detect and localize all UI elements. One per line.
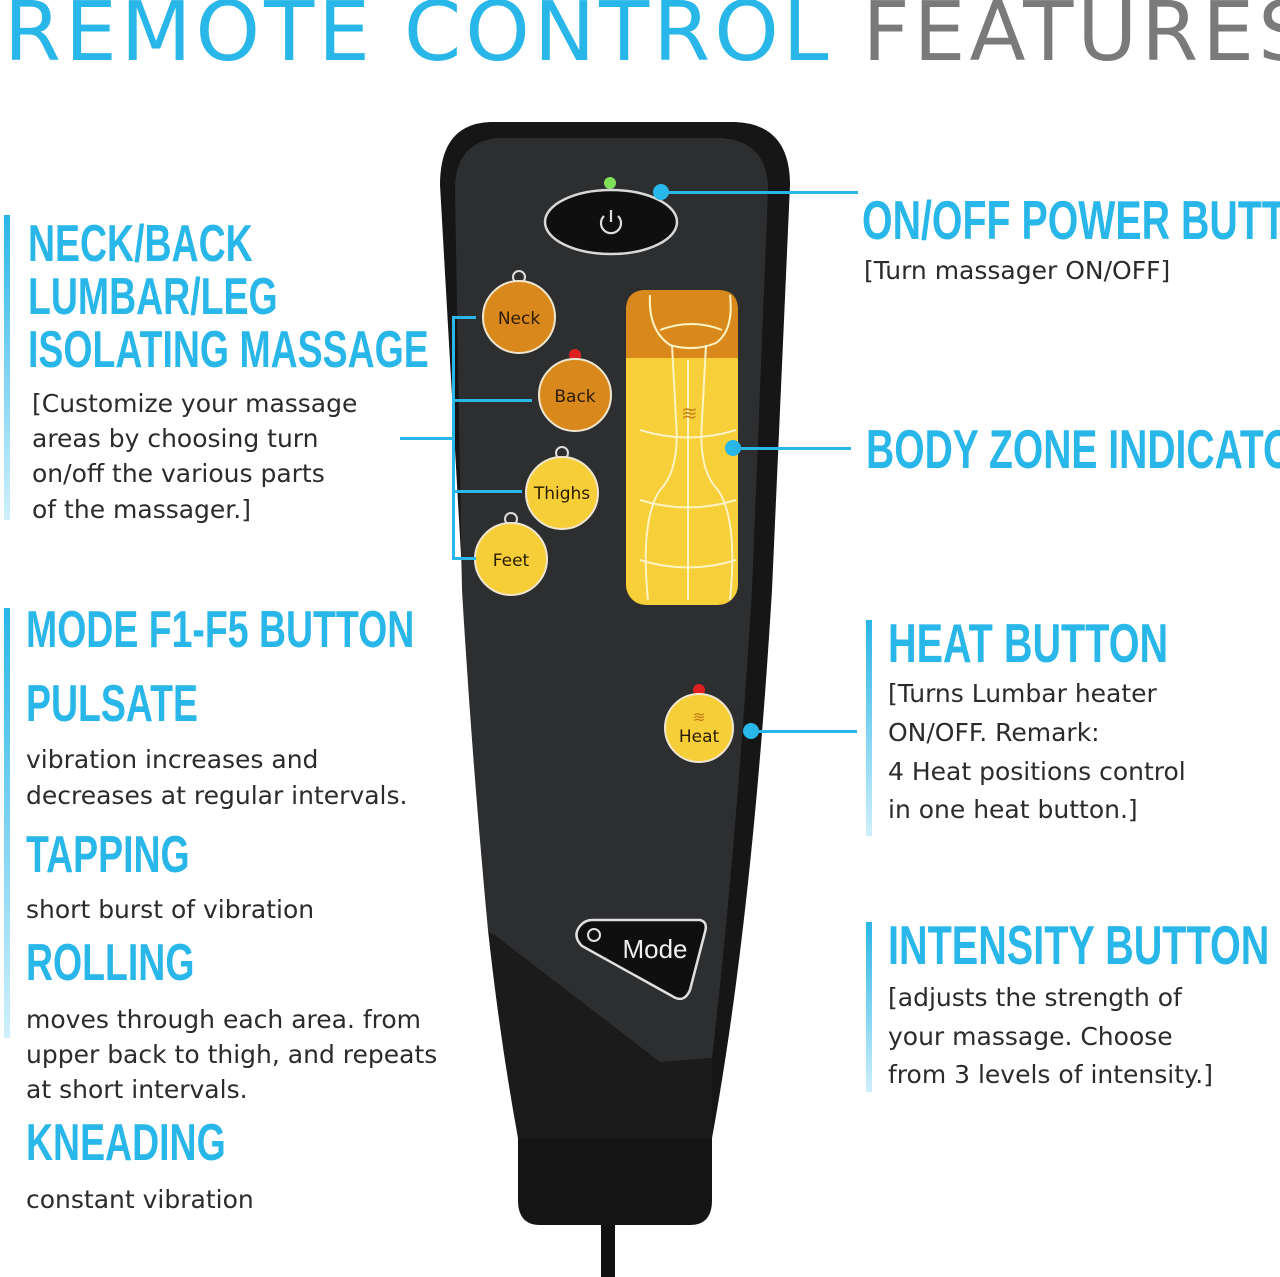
isolating-desc-line2: areas by choosing turn [32,424,319,453]
intensity-desc-line3: from 3 levels of intensity.] [888,1060,1213,1089]
zone-connector-line [733,447,851,450]
heat-accent-bar [866,620,872,836]
mode-accent-bar [4,608,10,1038]
zone-heading: BODY ZONE INDICATOR [866,418,1280,480]
heat-button-label: Heat [679,727,720,747]
isolating-accent-bar [4,215,10,520]
isolating-heading-line1: NECK/BACK [28,215,253,273]
heat-desc-line3: 4 Heat positions control [888,757,1186,786]
intensity-desc-line1: [adjusts the strength of [888,983,1182,1012]
rolling-desc-line2: upper back to thigh, and repeats [26,1040,438,1069]
thighs-button-label: Thighs [533,484,590,504]
back-button[interactable]: Back [538,349,612,432]
isolating-desc-line4: of the massager.] [32,495,251,524]
title-remote-control: REMOTE CONTROL [4,0,833,80]
zone-bracket-tick-back [452,399,532,402]
zone-bracket-tick-thighs [452,490,522,493]
kneading-heading: KNEADING [26,1114,226,1172]
tapping-heading: TAPPING [26,826,190,884]
pulsate-desc-line2: decreases at regular intervals. [26,781,408,810]
mode-button[interactable]: Mode [575,918,708,1001]
pulsate-heading: PULSATE [26,675,198,733]
power-connector-line [661,191,858,194]
power-led [604,177,616,189]
rolling-desc-line1: moves through each area. from [26,1005,422,1034]
svg-text:≋: ≋ [681,401,698,425]
heat-button[interactable]: ≋ Heat [664,684,734,763]
intensity-desc-line2: your massage. Choose [888,1022,1173,1051]
rolling-heading: ROLLING [26,934,195,992]
power-desc: [Turn massager ON/OFF] [864,256,1171,285]
mode-heading: MODE F1-F5 BUTTON [26,601,415,659]
zone-bracket-tick-neck [452,316,476,319]
heat-desc-line2: ON/OFF. Remark: [888,718,1100,747]
zone-bracket-tick-feet [452,557,476,560]
rolling-desc-line3: at short intervals. [26,1075,248,1104]
neck-button-label: Neck [498,309,541,329]
pulsate-desc-line1: vibration increases and [26,745,319,774]
thighs-button[interactable]: Thighs [525,446,599,530]
mode-button-label: Mode [622,934,687,964]
tapping-desc-line1: short burst of vibration [26,895,315,924]
isolating-desc-line3: on/off the various parts [32,459,325,488]
power-icon [599,210,623,235]
isolating-heading-line3: ISOLATING MASSAGE [28,321,429,379]
remote-end-cap [518,1130,712,1225]
remote-cable [601,1220,615,1277]
isolating-connector-line [400,437,454,440]
power-heading: ON/OFF POWER BUTTON [862,189,1280,251]
feet-button-label: Feet [493,551,530,571]
heat-connector-line [751,730,857,733]
heat-icon: ≋ [693,708,706,726]
title-features: FEATURES [862,0,1280,80]
heat-desc-line4: in one heat button.] [888,795,1138,824]
feet-button[interactable]: Feet [474,512,548,596]
isolating-desc-line1: [Customize your massage [32,389,358,418]
isolating-heading-line2: LUMBAR/LEG [28,268,278,326]
intensity-accent-bar [866,922,872,1092]
back-button-label: Back [554,387,595,407]
neck-button[interactable]: Neck [482,270,556,354]
page-title: REMOTE CONTROL FEATURES [0,0,1280,74]
intensity-heading: INTENSITY BUTTON [888,914,1270,976]
kneading-desc-line1: constant vibration [26,1185,254,1214]
body-zone-indicator: ≋ [626,290,738,605]
heat-heading: HEAT BUTTON [888,612,1169,674]
heat-desc-line1: [Turns Lumbar heater [888,679,1157,708]
